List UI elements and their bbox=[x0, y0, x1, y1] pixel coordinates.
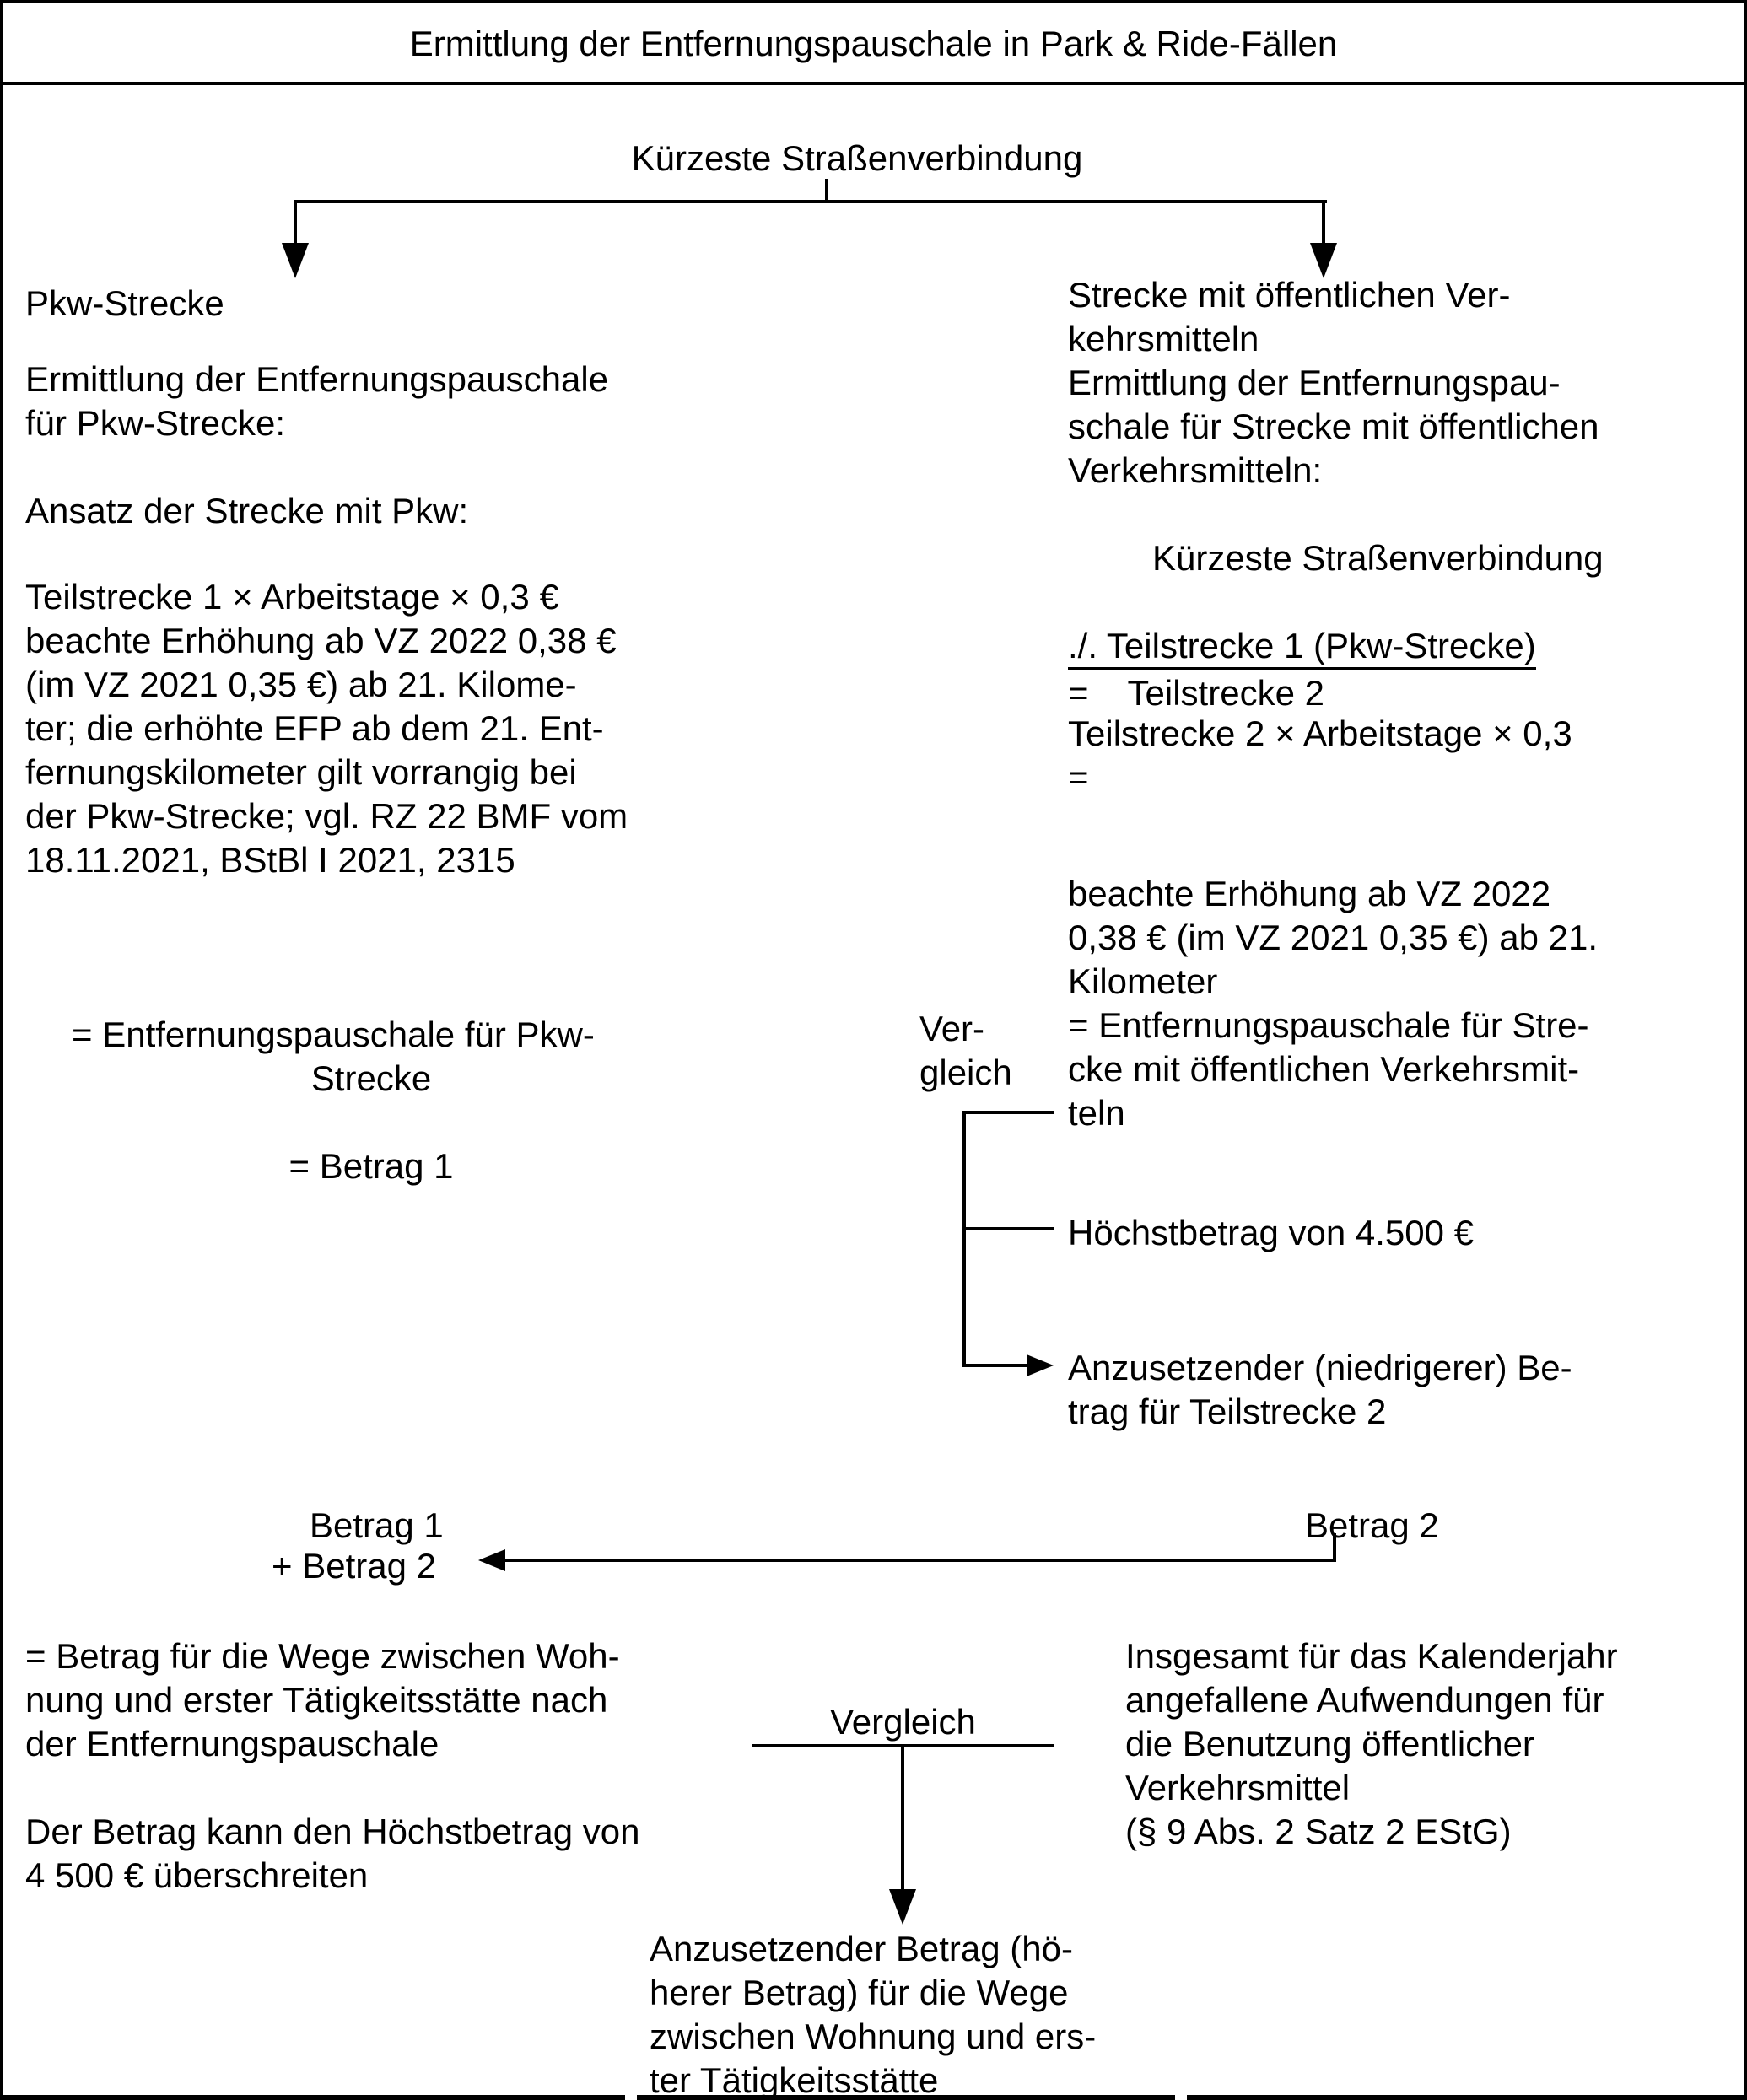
bracket-branch-top bbox=[962, 1111, 1054, 1114]
max-amount-label: Höchstbetrag von 4.500 € bbox=[1068, 1213, 1474, 1252]
final-arrow-line bbox=[901, 1746, 904, 1891]
right-calc-line1: Kürzeste Straßenverbindung bbox=[1152, 538, 1604, 578]
right-column-heading: Strecke mit öffentlichen Ver- kehrsmitte… bbox=[1068, 275, 1511, 358]
root-node-label: Kürzeste Straßenverbindung bbox=[631, 138, 1083, 178]
root-stub-line bbox=[825, 179, 828, 203]
branch-connector-line bbox=[294, 200, 1327, 203]
left-column-formula: Teilstrecke 1 × Arbeitstage × 0,3 € beac… bbox=[25, 577, 628, 880]
bottom-border-segment-right bbox=[1187, 2095, 1744, 2100]
bracket-arrowhead bbox=[1027, 1354, 1054, 1376]
left-branch-arrowhead bbox=[282, 243, 309, 278]
right-calc-line2: ./. Teilstrecke 1 (Pkw-Strecke) bbox=[1068, 580, 1536, 670]
bottom-border-segment-left bbox=[3, 2095, 625, 2100]
right-branch-arrowhead bbox=[1310, 243, 1337, 278]
bracket-branch-middle bbox=[962, 1227, 1054, 1230]
comparison-bracket-line bbox=[962, 1111, 966, 1367]
left-branch-line bbox=[294, 200, 297, 245]
right-column-intro: Ermittlung der Entfernungspau- schale fü… bbox=[1068, 363, 1599, 490]
bottom-left-result: = Betrag für die Wege zwischen Woh- nung… bbox=[25, 1636, 620, 1763]
left-column-heading: Pkw-Strecke bbox=[25, 283, 224, 323]
amount2-stub-line bbox=[1333, 1533, 1336, 1560]
amount2-transfer-line bbox=[503, 1559, 1336, 1562]
bottom-border-segment-middle bbox=[637, 2095, 1175, 2100]
amount2-transfer-arrowhead bbox=[478, 1549, 505, 1571]
left-column-approach: Ansatz der Strecke mit Pkw: bbox=[25, 491, 469, 530]
right-column-note: beachte Erhöhung ab VZ 2022 0,38 € (im V… bbox=[1068, 874, 1599, 1133]
right-calc-line2-underline: ./. Teilstrecke 1 (Pkw-Strecke) bbox=[1068, 626, 1536, 670]
final-result-label: Anzusetzender Betrag (hö- herer Betrag) … bbox=[650, 1929, 1097, 2100]
left-result-line1: = Entfernungspauschale für Pkw- bbox=[72, 1015, 595, 1054]
right-calc-line3: = Teilstrecke 2 bbox=[1068, 627, 1324, 715]
left-result-line2: Strecke bbox=[310, 1058, 432, 1098]
bracket-branch-bottom bbox=[962, 1364, 1027, 1367]
title-divider bbox=[3, 82, 1744, 85]
diagram-title: Ermittlung der Entfernungspauschale in P… bbox=[409, 24, 1338, 63]
bottom-right-expenses: Insgesamt für das Kalenderjahr angefalle… bbox=[1125, 1636, 1618, 1851]
amount2-source-label: Betrag 2 bbox=[1305, 1505, 1439, 1545]
left-result-amount: = Betrag 1 bbox=[288, 1146, 454, 1186]
right-calc-result: Teilstrecke 2 bbox=[1127, 673, 1324, 713]
equals-sign: = bbox=[1068, 673, 1089, 713]
right-column-formula: Teilstrecke 2 × Arbeitstage × 0,3 = bbox=[1068, 713, 1572, 797]
chosen-amount-label: Anzusetzender (niedrigerer) Be- trag für… bbox=[1068, 1348, 1572, 1431]
bottom-left-note: Der Betrag kann den Höchstbetrag von 4 5… bbox=[25, 1812, 640, 1895]
amount1-label: Betrag 1 bbox=[310, 1505, 444, 1545]
final-arrowhead bbox=[889, 1889, 916, 1925]
left-column-intro: Ermittlung der Entfernungspauschale für … bbox=[25, 359, 609, 443]
comparison-label-bottom: Vergleich bbox=[830, 1702, 976, 1742]
right-branch-line bbox=[1322, 200, 1325, 245]
comparison-label-right: Ver- gleich bbox=[919, 1009, 1012, 1092]
amount2-label: + Betrag 2 bbox=[272, 1546, 436, 1586]
